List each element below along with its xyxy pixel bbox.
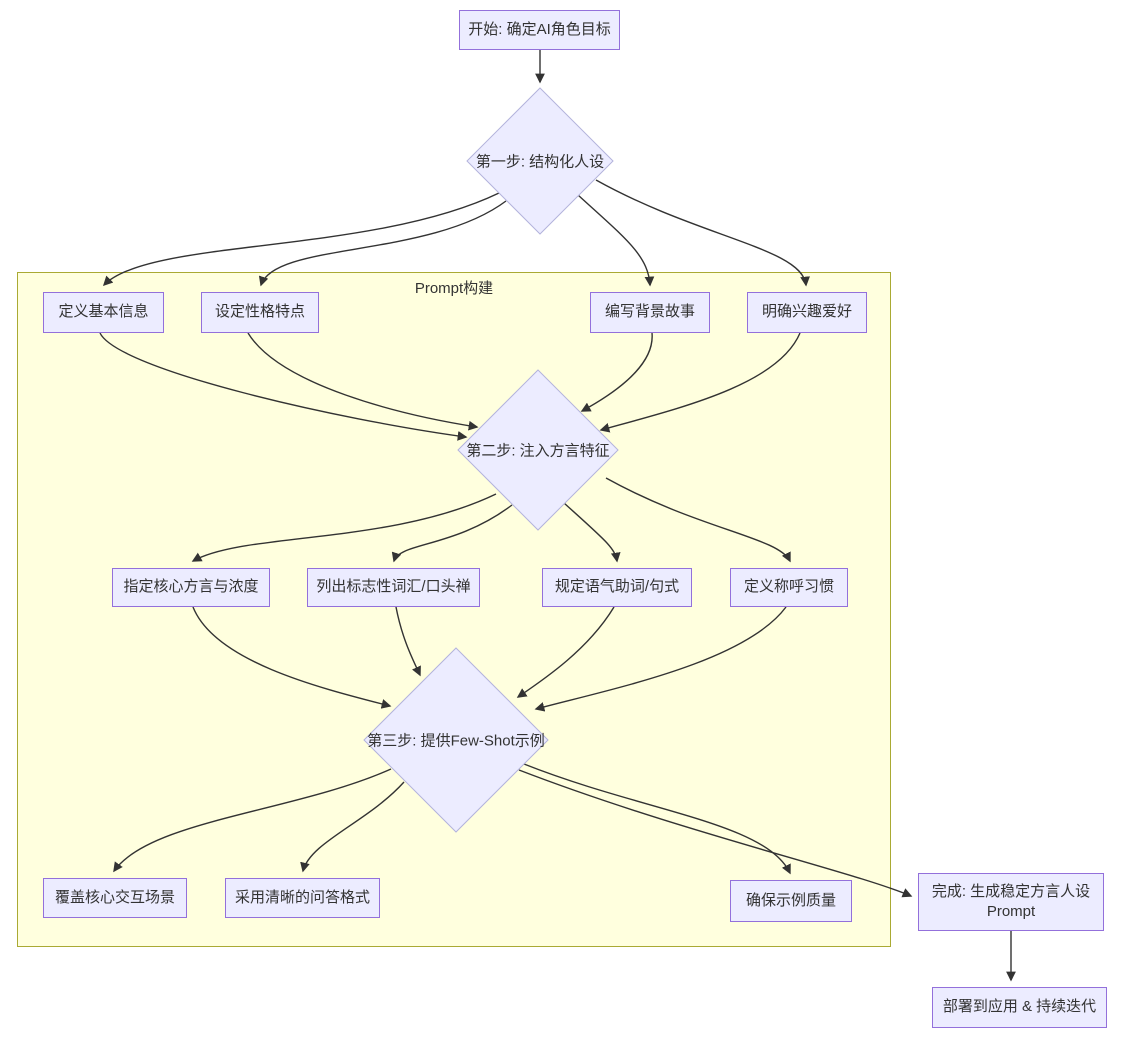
edge-c3-step3 (516, 606, 615, 698)
node-c4-label: 定义称呼习惯 (743, 578, 834, 596)
node-write-backstory: 编写背景故事 (590, 292, 710, 333)
edge-step1-b1 (102, 192, 500, 287)
edge-step1-b2 (258, 200, 507, 287)
node-c3-label: 规定语气助词/句式 (554, 578, 680, 596)
node-b4-label: 明确兴趣爱好 (761, 303, 852, 321)
node-step1-shape (466, 87, 614, 235)
node-address-habits: 定义称呼习惯 (730, 568, 848, 607)
edge-step3-e1 (113, 768, 392, 873)
node-c2-label: 列出标志性词汇/口头禅 (316, 578, 471, 596)
edge-step3-e3 (523, 763, 791, 875)
node-step2-shape (457, 369, 619, 531)
edge-step1-b4 (595, 179, 810, 287)
edge-step3-e2 (300, 781, 405, 873)
node-deploy-label: 部署到应用 & 持续迭代 (942, 998, 1097, 1016)
edge-step2-c4 (605, 477, 791, 563)
node-b1-label: 定义基本信息 (58, 303, 149, 321)
edge-step2-c2 (391, 504, 513, 563)
node-c1-label: 指定核心方言与浓度 (123, 578, 259, 596)
node-set-personality: 设定性格特点 (201, 292, 319, 333)
node-cover-scenarios: 覆盖核心交互场景 (43, 878, 187, 918)
node-example-quality: 确保示例质量 (730, 880, 852, 922)
node-step3-shape (363, 647, 549, 833)
node-qa-format: 采用清晰的问答格式 (225, 878, 380, 918)
node-e1-label: 覆盖核心交互场景 (54, 888, 175, 906)
edge-step2-c3 (563, 502, 621, 563)
node-done-label: 完成: 生成稳定方言人设 Prompt (931, 882, 1091, 920)
node-start-label: 开始: 确定AI角色目标 (468, 20, 611, 38)
edge-b4-step2 (599, 332, 801, 433)
node-done: 完成: 生成稳定方言人设 Prompt (918, 873, 1104, 931)
edge-c1-step3 (192, 606, 392, 709)
node-define-basic-info: 定义基本信息 (43, 292, 164, 333)
node-deploy: 部署到应用 & 持续迭代 (932, 987, 1107, 1028)
node-tone-particles: 规定语气助词/句式 (542, 568, 692, 607)
edge-b3-step2 (580, 332, 653, 412)
node-step3-label: 第三步: 提供Few-Shot示例 (367, 732, 545, 750)
cluster-prompt-build: Prompt构建 (17, 272, 891, 947)
edge-b2-step2 (247, 332, 479, 431)
edge-b1-step2 (99, 332, 468, 441)
node-step2-label: 第二步: 注入方言特征 (466, 442, 610, 460)
node-clarify-interests: 明确兴趣爱好 (747, 292, 867, 333)
node-e3-label: 确保示例质量 (745, 891, 836, 909)
node-b3-label: 编写背景故事 (604, 303, 695, 321)
edge-step2-c1 (191, 493, 497, 562)
node-step1-label: 第一步: 结构化人设 (475, 153, 605, 171)
node-start: 开始: 确定AI角色目标 (459, 10, 620, 50)
node-signature-vocab: 列出标志性词汇/口头禅 (307, 568, 480, 607)
edge-c4-step3 (534, 606, 787, 712)
edge-step3-done (518, 769, 913, 898)
node-b2-label: 设定性格特点 (214, 303, 305, 321)
node-e2-label: 采用清晰的问答格式 (234, 888, 370, 906)
edge-c2-step3 (395, 606, 421, 677)
cluster-label: Prompt构建 (414, 280, 494, 297)
node-core-dialect: 指定核心方言与浓度 (112, 568, 270, 607)
edge-step1-b3 (577, 194, 655, 287)
